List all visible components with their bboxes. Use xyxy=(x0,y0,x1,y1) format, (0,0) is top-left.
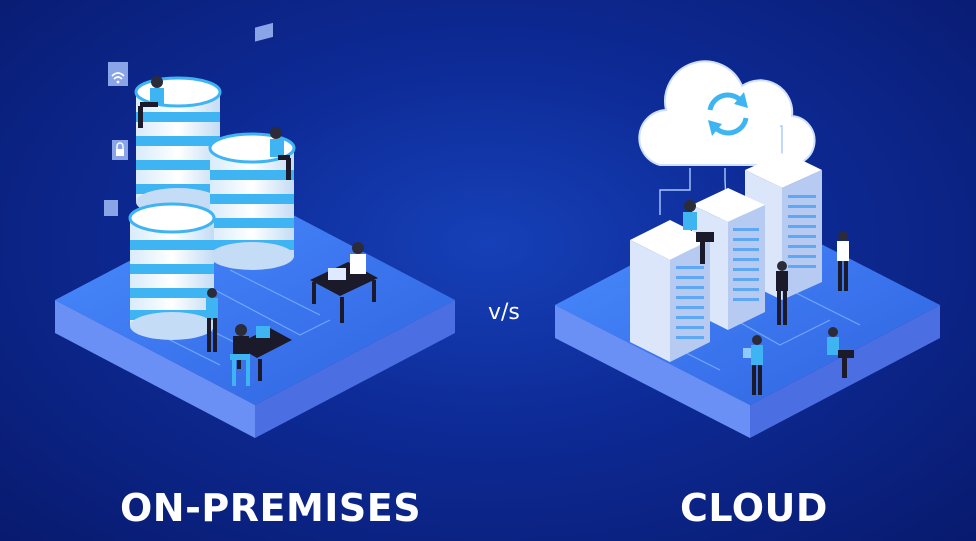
wifi-icon xyxy=(108,62,128,86)
person-standing-left xyxy=(206,288,218,352)
workstation-desk xyxy=(230,324,292,386)
document-icon xyxy=(104,22,273,216)
sync-icon xyxy=(707,92,749,136)
lock-icon xyxy=(112,140,128,160)
database-cylinders xyxy=(128,76,296,340)
cloud-label: CLOUD xyxy=(680,486,828,530)
person-on-server xyxy=(683,200,714,264)
person-sitting-on-stack xyxy=(270,127,291,180)
person-sitting-on-cylinder xyxy=(138,76,164,128)
on-premises-label: ON-PREMISES xyxy=(120,486,422,530)
cloud-icon xyxy=(638,60,816,167)
person-with-tablet xyxy=(743,335,763,395)
desk-with-laptop xyxy=(310,242,378,323)
versus-label: v/s xyxy=(488,300,520,325)
person-sitting-laptop xyxy=(827,327,854,378)
person-standing-suit xyxy=(837,231,849,291)
person-standing-center xyxy=(776,261,788,325)
